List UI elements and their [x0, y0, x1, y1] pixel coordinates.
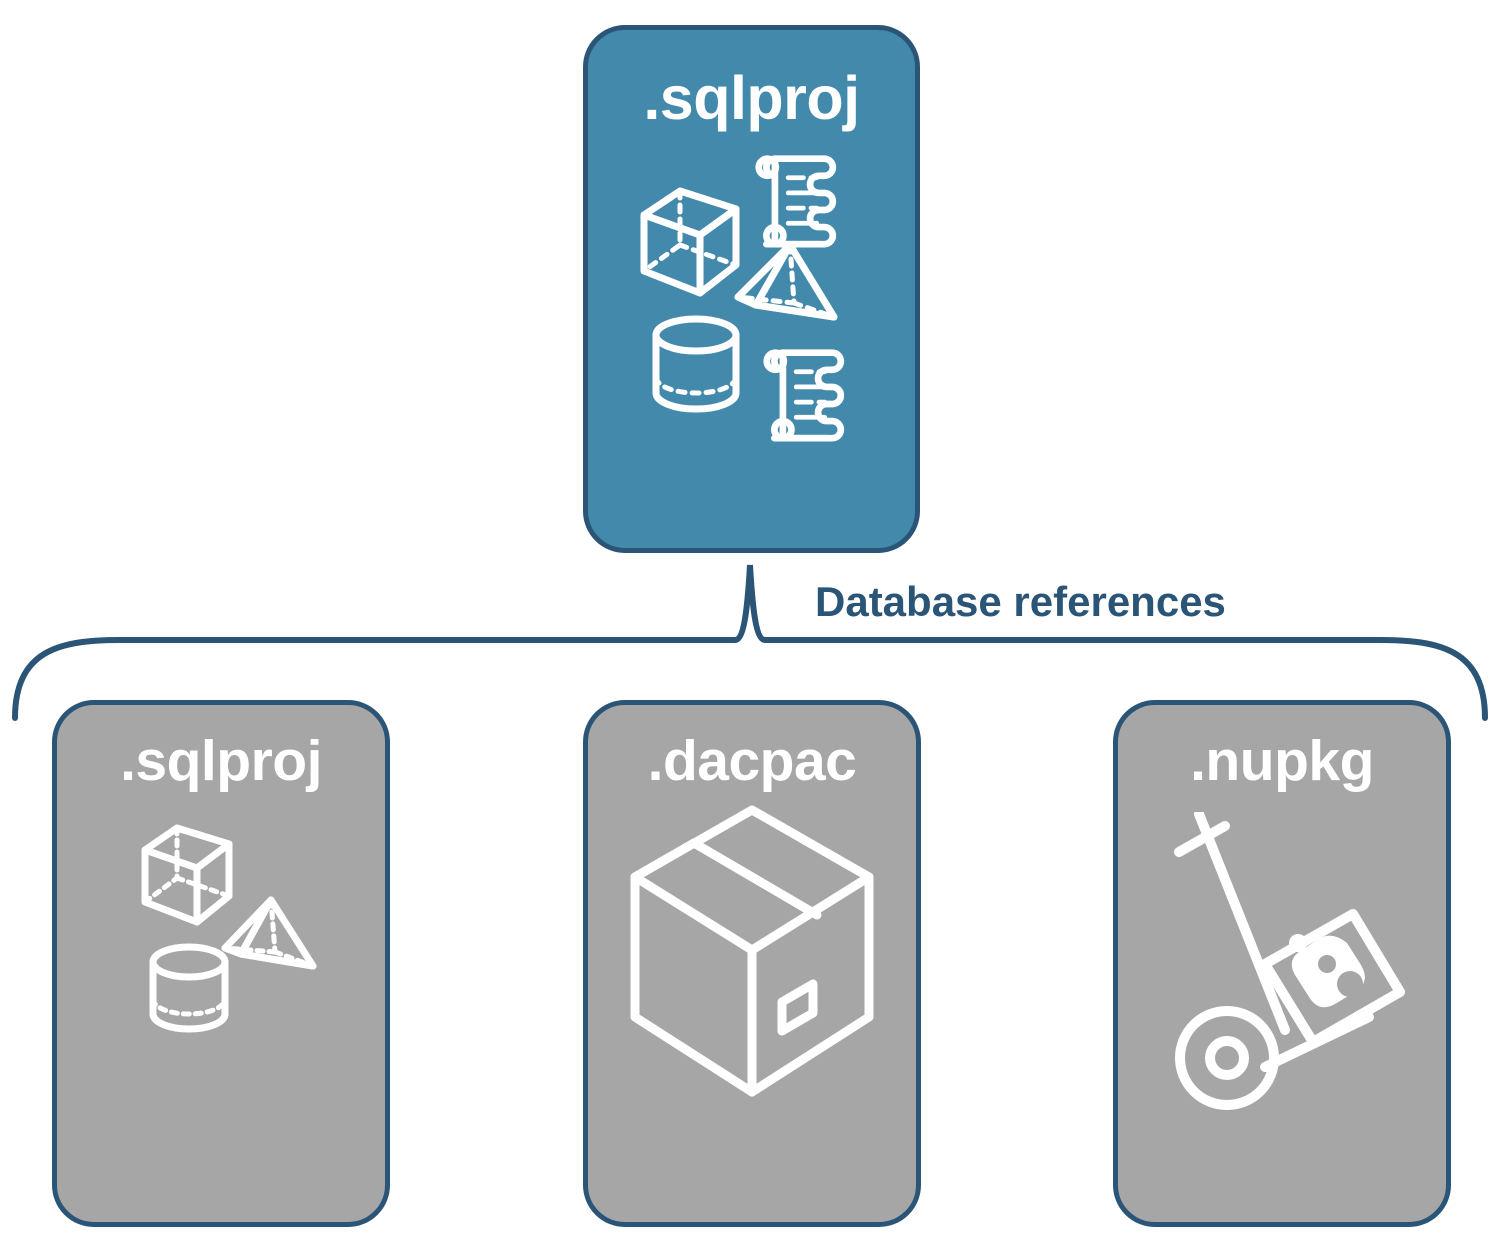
- root-sqlproj-label: .sqlproj: [643, 64, 860, 132]
- reference-card-nupkg[interactable]: .nupkg: [1113, 700, 1451, 1227]
- reference-card-dacpac-artwork: [588, 790, 916, 1222]
- scroll-script-icon: [754, 155, 836, 248]
- reference-card-dacpac[interactable]: .dacpac: [583, 700, 921, 1227]
- cylinder-wireframe-icon: [652, 315, 739, 413]
- reference-card-sqlproj[interactable]: .sqlproj: [52, 700, 390, 1227]
- cube-wireframe-icon: [141, 824, 233, 926]
- pyramid-wireframe-icon: [221, 896, 317, 970]
- cube-wireframe-icon: [640, 187, 739, 297]
- scroll-script-icon: [762, 349, 844, 442]
- reference-card-nupkg-label: .nupkg: [1190, 729, 1374, 793]
- reference-card-dacpac-label: .dacpac: [647, 729, 857, 793]
- reference-card-sqlproj-label: .sqlproj: [120, 729, 322, 793]
- root-sqlproj-card[interactable]: .sqlproj: [583, 25, 920, 553]
- reference-card-sqlproj-artwork: [57, 790, 385, 1222]
- reference-card-nupkg-artwork: [1118, 790, 1446, 1222]
- sqlproj-icon-group: [141, 824, 317, 1033]
- root-card-artwork: [588, 129, 915, 548]
- pyramid-wireframe-icon: [734, 241, 837, 321]
- nuget-blob-holes: [1318, 955, 1363, 997]
- database-references-label: Database references: [815, 578, 1226, 625]
- package-box-icon: [630, 805, 874, 1097]
- cylinder-wireframe-icon: [149, 943, 229, 1033]
- root-icon-group: [640, 155, 844, 442]
- hand-truck-package-icon: [1174, 812, 1405, 1110]
